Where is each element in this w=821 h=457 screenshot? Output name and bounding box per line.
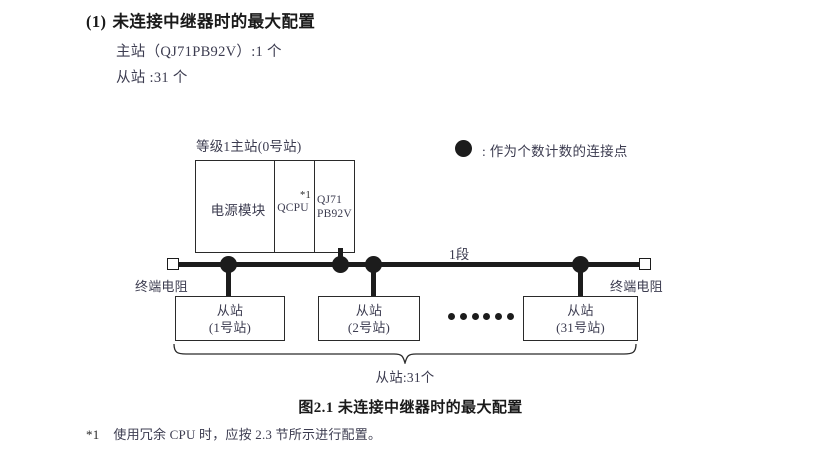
- slave-station-box-2: 从站 (2号站): [318, 296, 420, 341]
- slave-station-box-31: 从站 (31号站): [523, 296, 638, 341]
- section-title-text: 未连接中继器时的最大配置: [112, 12, 316, 31]
- terminator-resistor-left-icon: [167, 258, 179, 270]
- section-heading: (1) 未连接中继器时的最大配置: [86, 8, 315, 32]
- slave-station-number-2: (2号站): [347, 320, 391, 335]
- slave-group-brace: [172, 344, 638, 364]
- terminator-label-left: 终端电阻: [135, 279, 188, 294]
- rack-divider: [274, 161, 276, 252]
- terminator-resistor-right-icon: [639, 258, 651, 270]
- slave-station-text-31: 从站 (31号站): [524, 302, 637, 336]
- network-module-line2: PB92V: [317, 208, 352, 220]
- network-module-line1: QJ71: [317, 194, 343, 206]
- slave-station-number-31: (31号站): [556, 320, 605, 335]
- segment-label: 1段: [449, 247, 470, 262]
- terminator-label-right: 终端电阻: [610, 279, 663, 294]
- ellipsis-dots-icon: [448, 313, 514, 320]
- connection-node-slave-1: [220, 256, 237, 273]
- section-number: (1): [86, 12, 107, 31]
- drop-line-slave-31: [578, 262, 583, 298]
- footnote-text: 使用冗余 CPU 时，应按 2.3 节所示进行配置。: [113, 427, 382, 442]
- filled-circle-icon: [455, 140, 472, 157]
- rack-divider: [314, 161, 316, 252]
- slave-station-text-2: 从站 (2号站): [319, 302, 419, 336]
- slave-group-label: 从站:31个: [375, 370, 435, 385]
- page-footnote: *1 使用冗余 CPU 时，应按 2.3 节所示进行配置。: [86, 424, 381, 443]
- profibus-trunk-line: [178, 262, 640, 267]
- slave-title-1: 从站: [216, 303, 244, 318]
- section-line-slave-count: 从站 :31 个: [116, 70, 188, 86]
- cpu-module-label: QCPU: [277, 202, 309, 214]
- slave-title-2: 从站: [355, 303, 383, 318]
- master-station-rack: 电源模块 QCPU *1 QJ71 PB92V: [195, 160, 355, 253]
- slave-station-box-1: 从站 (1号站): [175, 296, 285, 341]
- network-module-label: QJ71 PB92V: [317, 193, 352, 221]
- footnote-marker: *1: [86, 427, 100, 442]
- power-module-label: 电源模块: [210, 203, 266, 218]
- slave-title-31: 从站: [567, 303, 594, 318]
- slave-station-number-1: (1号站): [208, 320, 252, 335]
- slave-station-text-1: 从站 (1号站): [176, 302, 284, 336]
- section-line-master-count: 主站（QJ71PB92V）:1 个: [116, 44, 282, 60]
- drop-line-slave-2: [371, 262, 376, 298]
- legend-label: : 作为个数计数的连接点: [482, 144, 628, 159]
- connection-node-master: [332, 256, 349, 273]
- drop-line-slave-1: [226, 262, 231, 298]
- connection-node-slave-31: [572, 256, 589, 273]
- connection-node-slave-2: [365, 256, 382, 273]
- cpu-footnote-marker: *1: [300, 190, 311, 201]
- master-station-caption: 等级1主站(0号站): [196, 139, 302, 154]
- figure-caption: 图2.1 未连接中继器时的最大配置: [298, 400, 523, 416]
